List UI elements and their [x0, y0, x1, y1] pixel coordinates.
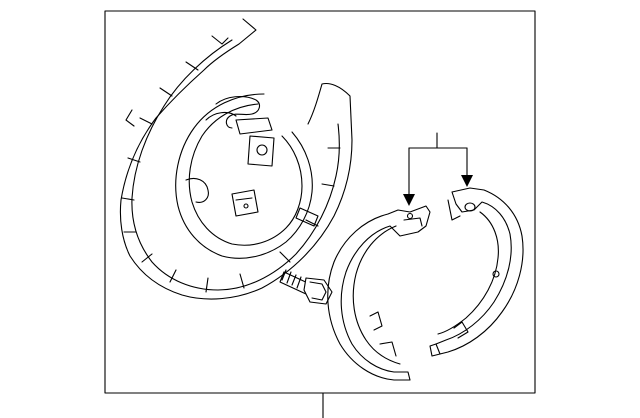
- backing-plate-tab: [205, 277, 209, 293]
- anchor-block: [231, 189, 259, 217]
- bolt-thread: [291, 274, 297, 286]
- backing-plate-tab: [239, 273, 245, 289]
- anchor-pin: [243, 203, 249, 209]
- diagram-frame: [104, 10, 536, 394]
- backing-plate-tab: [121, 197, 135, 201]
- connector-link: [295, 207, 319, 227]
- arrow-down-icon: [461, 175, 473, 187]
- backing-plate-tab: [321, 183, 335, 187]
- front-shoe-notch: [379, 341, 397, 357]
- hub-hole: [256, 144, 268, 156]
- rear-shoe-web: [447, 199, 461, 221]
- bolt-head-face: [309, 281, 327, 301]
- return-spring: [215, 95, 261, 129]
- hub-bracket: [247, 135, 275, 167]
- installed-shoe-inner: [188, 103, 303, 246]
- anchor-block: [235, 197, 253, 201]
- rear-shoe-hole: [492, 270, 500, 278]
- hold-down-spring: [185, 177, 209, 203]
- backing-plate-rim: [131, 39, 340, 291]
- front-shoe-hole: [406, 212, 414, 220]
- rear-brake-shoe: [429, 187, 524, 357]
- mounting-bolt: [279, 269, 333, 305]
- return-spring: [205, 111, 237, 121]
- shoe-pair-callout: [403, 132, 473, 206]
- front-brake-shoe: [327, 205, 431, 381]
- bolt-thread: [286, 271, 292, 284]
- backing-plate-tab: [305, 219, 319, 227]
- backing-plate-tab: [125, 109, 135, 127]
- bolt-thread: [281, 269, 287, 281]
- arrow-down-icon: [403, 194, 415, 206]
- bolt-thread: [296, 276, 302, 289]
- adjuster-lever: [235, 117, 273, 135]
- backing-plate-tab: [141, 253, 153, 263]
- backing-plate-tab: [279, 251, 291, 263]
- front-shoe-lining: [327, 205, 431, 381]
- rear-shoe-notch: [453, 321, 469, 339]
- rear-shoe-web: [437, 211, 499, 335]
- front-shoe-web: [403, 217, 423, 227]
- bolt-head: [303, 277, 333, 305]
- backing-plate-outline: [119, 18, 353, 300]
- front-shoe-notch: [369, 311, 383, 331]
- backing-plate-tab: [127, 157, 141, 163]
- backing-plate-tab: [139, 117, 153, 125]
- backing-plate-tab: [169, 269, 177, 283]
- installed-shoe-outer: [175, 93, 313, 259]
- backing-plate-tab: [211, 35, 229, 45]
- backing-plate-tab: [185, 61, 199, 71]
- rear-shoe-tab: [429, 343, 441, 357]
- backing-plate-tab: [159, 87, 173, 97]
- backing-plate: [119, 18, 353, 300]
- front-shoe-web: [352, 225, 401, 365]
- rear-shoe-hole: [464, 202, 476, 212]
